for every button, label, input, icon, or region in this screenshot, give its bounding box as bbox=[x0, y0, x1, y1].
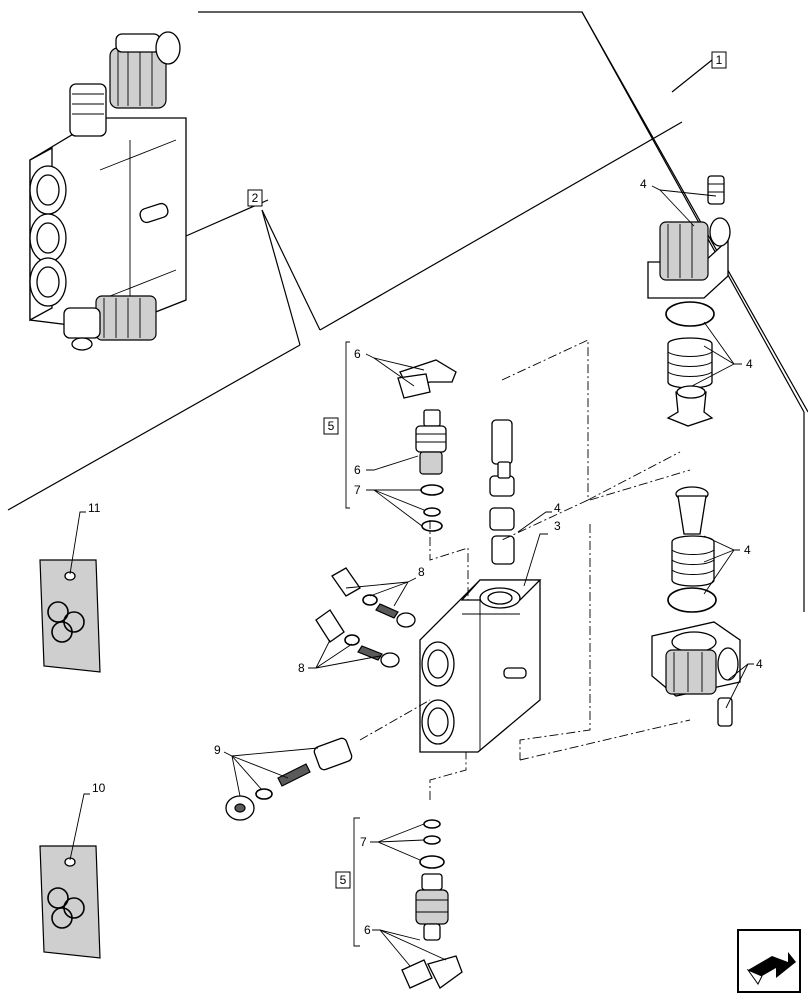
frame-lines bbox=[7, 11, 808, 612]
item-9-parts-illustration bbox=[225, 737, 353, 821]
leader-lines bbox=[69, 185, 754, 967]
callout-5-lower-label: 5 bbox=[340, 873, 347, 887]
callout-11: 11 bbox=[88, 501, 101, 515]
upper-cap-assembly-illustration bbox=[647, 175, 731, 427]
lower-cartridge-illustration bbox=[401, 819, 463, 989]
callout-8-lower: 8 bbox=[298, 661, 305, 675]
callout-6-middle: 6 bbox=[354, 463, 361, 477]
callout-4-upper-right: 4 bbox=[746, 357, 753, 371]
callout-4-top: 4 bbox=[640, 177, 647, 191]
callout-3: 3 bbox=[554, 519, 561, 533]
center-lines bbox=[359, 339, 691, 800]
valve-assembly-illustration bbox=[29, 31, 187, 351]
next-page-arrow-icon[interactable] bbox=[737, 929, 801, 993]
seal-kit-bag-11-illustration bbox=[39, 559, 101, 673]
callout-4-lower-right: 4 bbox=[744, 543, 751, 557]
seal-kit-bag-10-illustration bbox=[39, 845, 101, 959]
callout-5-upper: 5 bbox=[323, 417, 339, 435]
callout-7-lower: 7 bbox=[360, 835, 367, 849]
callout-9: 9 bbox=[214, 743, 221, 757]
callout-6-bottom: 6 bbox=[364, 923, 371, 937]
callout-5-upper-label: 5 bbox=[328, 419, 335, 433]
callout-1-label: 1 bbox=[716, 53, 723, 67]
callout-numbers: 3 4 4 4 4 4 6 6 7 8 8 9 7 6 11 10 bbox=[88, 177, 763, 937]
callout-5-lower: 5 bbox=[335, 871, 351, 889]
callout-4-bottom-right: 4 bbox=[756, 657, 763, 671]
callout-1: 1 bbox=[711, 51, 727, 69]
callout-4-spool: 4 bbox=[554, 501, 561, 515]
callout-2-label: 2 bbox=[252, 191, 259, 205]
callout-10: 10 bbox=[92, 781, 106, 795]
valve-section-body-illustration bbox=[419, 579, 542, 753]
spool-illustration bbox=[489, 419, 515, 565]
callout-6-top: 6 bbox=[354, 347, 361, 361]
callout-7-upper: 7 bbox=[354, 483, 361, 497]
upper-cartridge-illustration bbox=[397, 359, 457, 532]
check-valve-parts-illustration bbox=[315, 567, 416, 668]
callout-8-upper: 8 bbox=[418, 565, 425, 579]
lower-cap-assembly-illustration bbox=[651, 486, 741, 727]
callout-2: 2 bbox=[247, 189, 263, 207]
